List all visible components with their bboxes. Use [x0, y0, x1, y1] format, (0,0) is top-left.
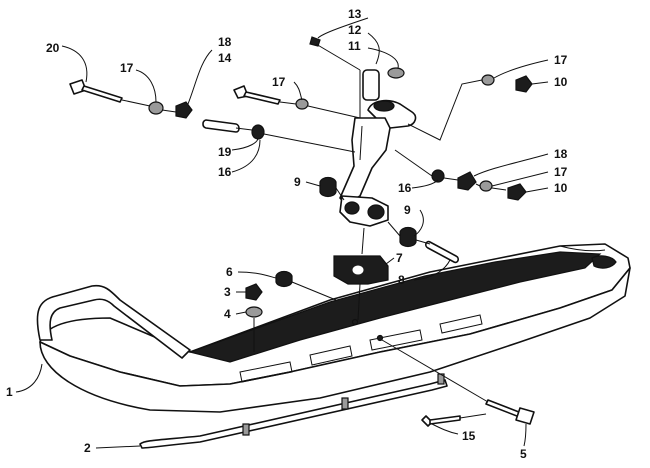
ski-body: [39, 243, 631, 413]
leader-lines: [15, 17, 549, 449]
bolt-20: [69, 79, 123, 103]
sleeve-8: [425, 240, 459, 264]
callout-6: 6: [226, 265, 233, 279]
nut-18-left: [175, 101, 193, 119]
callout-18: 18: [218, 35, 232, 49]
callout-3: 3: [224, 285, 231, 299]
callout-19: 19: [218, 145, 232, 159]
callout-2: 2: [84, 441, 91, 455]
bushing-19: [251, 124, 265, 140]
nut-10-right: [507, 183, 527, 201]
spindle: [339, 69, 417, 227]
bushing-9-right: [399, 226, 417, 248]
callout-11: 11: [348, 39, 361, 53]
callout-1: 1: [6, 385, 13, 399]
washer-17-right: [479, 180, 493, 192]
sleeve: [202, 119, 240, 133]
callout-15: 15: [462, 429, 476, 443]
callout-5: 5: [520, 447, 527, 461]
callout-10: 10: [554, 181, 568, 195]
callout-14: 14: [218, 51, 232, 65]
callout-20: 20: [46, 41, 60, 55]
bolt-5: [485, 399, 535, 425]
ski-handle: [36, 284, 191, 359]
callout-17: 17: [120, 61, 134, 75]
bolt-15: [421, 415, 461, 427]
callout-9: 9: [294, 175, 301, 189]
callout-16: 16: [218, 165, 232, 179]
cap-11: [387, 67, 405, 79]
wear-rod: [139, 373, 448, 449]
nut-18-right: [457, 171, 477, 191]
callout-12: 12: [348, 23, 362, 37]
washer-17-left: [148, 101, 164, 115]
callout-13: 13: [348, 7, 362, 21]
callout-10: 10: [554, 75, 568, 89]
callout-17: 17: [554, 165, 568, 179]
callout-7: 7: [396, 251, 403, 265]
callout-9: 9: [404, 203, 411, 217]
bolt-14: [233, 85, 281, 105]
washer-17-upper-right: [481, 74, 495, 86]
washer-17-center: [295, 98, 309, 110]
callout-18: 18: [554, 147, 568, 161]
cap-6: [275, 270, 293, 288]
callout-4: 4: [224, 307, 231, 321]
assembly-lines: [121, 43, 507, 419]
nut-3: [245, 283, 263, 301]
bushing-9-left: [319, 176, 337, 198]
callout-8: 8: [398, 273, 405, 287]
callout-17: 17: [272, 75, 286, 89]
cotter-pin-13: [309, 36, 321, 47]
callout-17: 17: [554, 53, 568, 67]
callout-16: 16: [398, 181, 412, 195]
callout-labels: 20 17 18 14 17 13 12 11 17 10 19 16 18 1…: [6, 7, 568, 461]
nut-10-upper-right: [515, 75, 533, 93]
washer-4: [245, 306, 263, 318]
